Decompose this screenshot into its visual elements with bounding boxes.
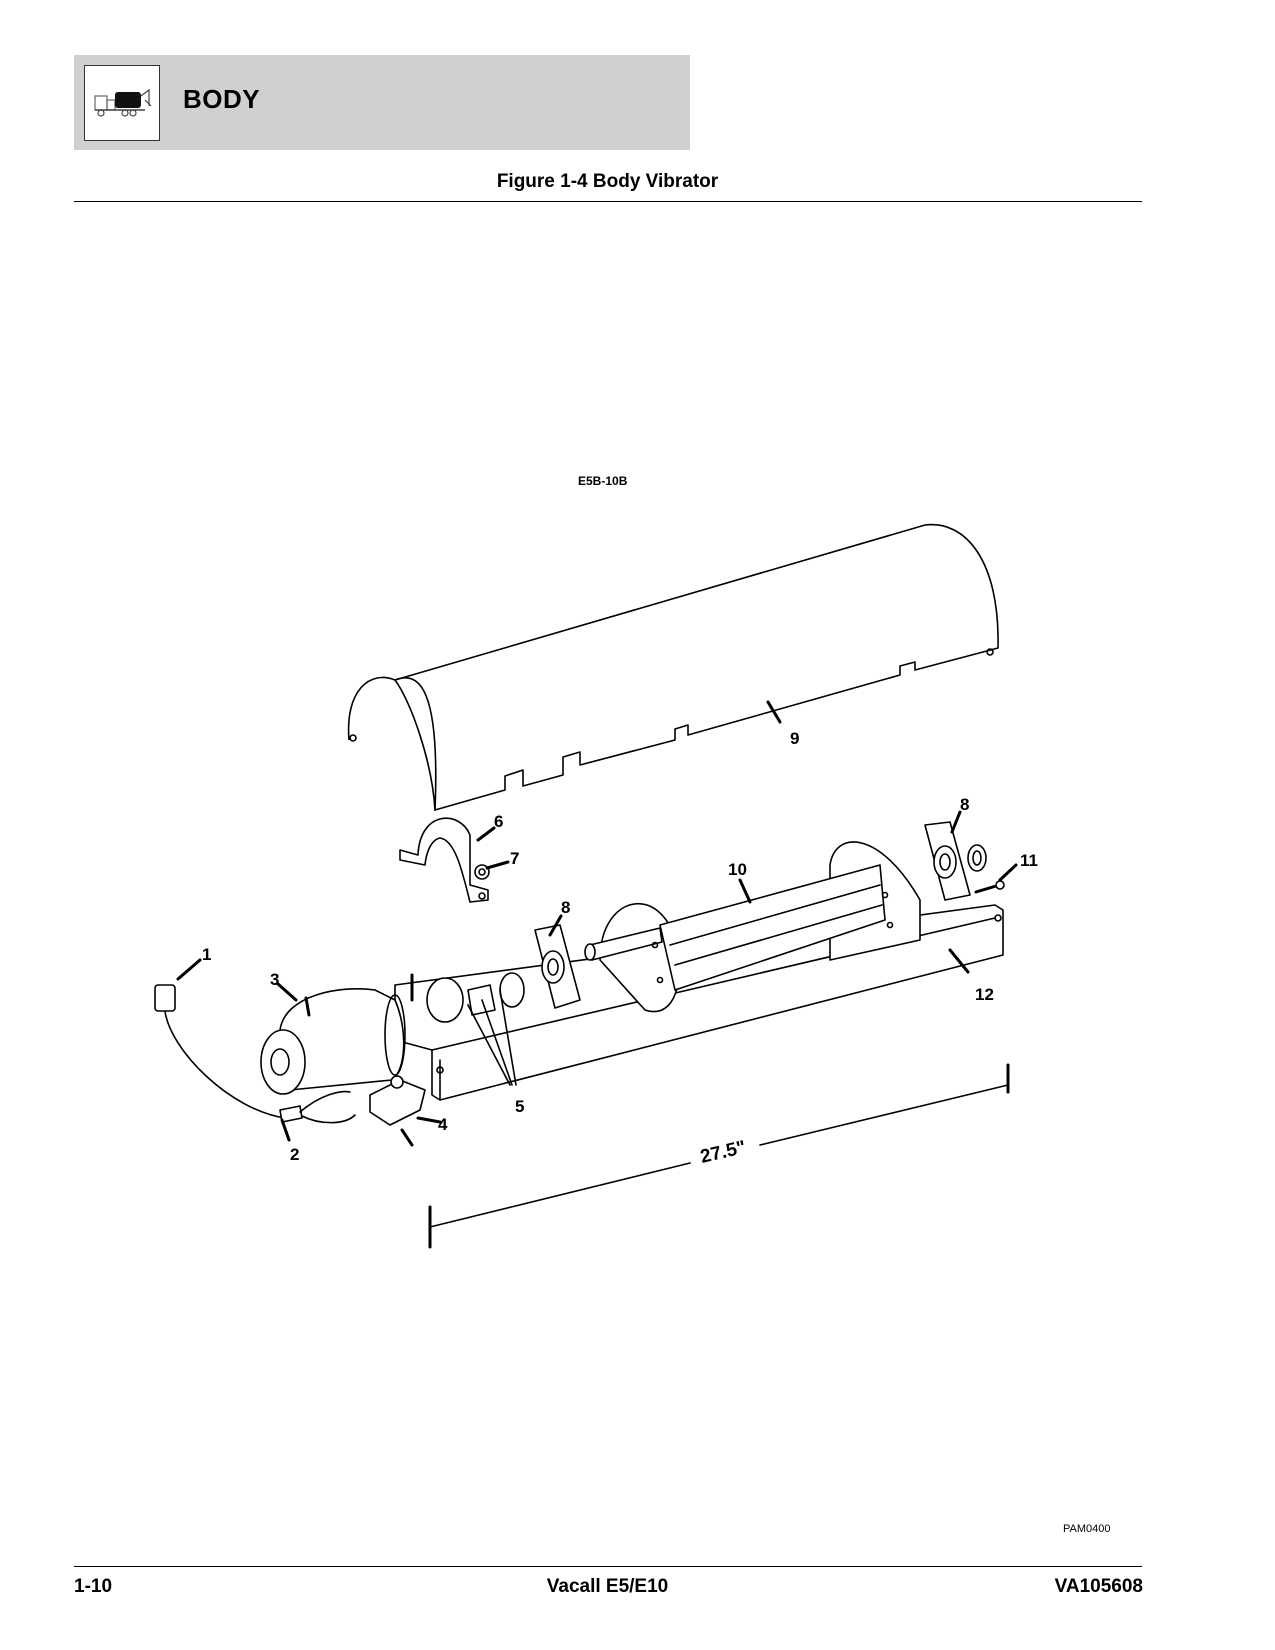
overall-length-dimension xyxy=(428,1063,1010,1249)
callout-2: 2 xyxy=(290,1145,299,1164)
page-number: 1-10 xyxy=(74,1576,113,1597)
bearing-right xyxy=(924,821,987,901)
vacuum-truck-icon xyxy=(94,88,152,117)
dimension-label: 27.5" xyxy=(698,1137,748,1168)
callout-10: 10 xyxy=(728,860,747,879)
figure-title: Figure 1-4 Body Vibrator xyxy=(496,171,719,192)
callout-8b: 8 xyxy=(960,795,969,814)
drawing-code: E5B-10B xyxy=(578,474,628,488)
bearing-left xyxy=(534,924,581,1009)
header-divider xyxy=(74,201,1142,202)
motor-clamp xyxy=(399,817,489,903)
reference-code: PAM0400 xyxy=(1063,1523,1111,1535)
header-icon-box xyxy=(84,65,160,141)
callout-4: 4 xyxy=(438,1115,448,1134)
callout-6: 6 xyxy=(494,812,503,831)
section-title: BODY xyxy=(183,84,261,114)
bearing-bolt xyxy=(974,880,1005,894)
callout-1: 1 xyxy=(202,945,211,964)
clamp-nut xyxy=(474,864,490,880)
callout-5: 5 xyxy=(515,1097,524,1116)
product-name: Vacall E5/E10 xyxy=(546,1576,669,1597)
callout-3: 3 xyxy=(270,970,279,989)
callout-8a: 8 xyxy=(561,898,570,917)
callout-9: 9 xyxy=(790,729,799,748)
footer-divider xyxy=(74,1566,1142,1567)
eccentric-weight-assembly xyxy=(584,841,921,1013)
vibrator-cover xyxy=(347,523,999,811)
vibrator-motor xyxy=(260,987,406,1095)
document-number: VA105608 xyxy=(1054,1576,1143,1597)
callout-7: 7 xyxy=(510,849,519,868)
shaft-coupling xyxy=(410,972,525,1023)
callout-12: 12 xyxy=(975,985,994,1004)
callout-leaders xyxy=(176,700,1018,1142)
callout-11: 11 xyxy=(1020,851,1038,870)
header-band xyxy=(74,55,690,150)
pressure-switch xyxy=(154,984,356,1124)
motor-switch xyxy=(369,1075,426,1147)
